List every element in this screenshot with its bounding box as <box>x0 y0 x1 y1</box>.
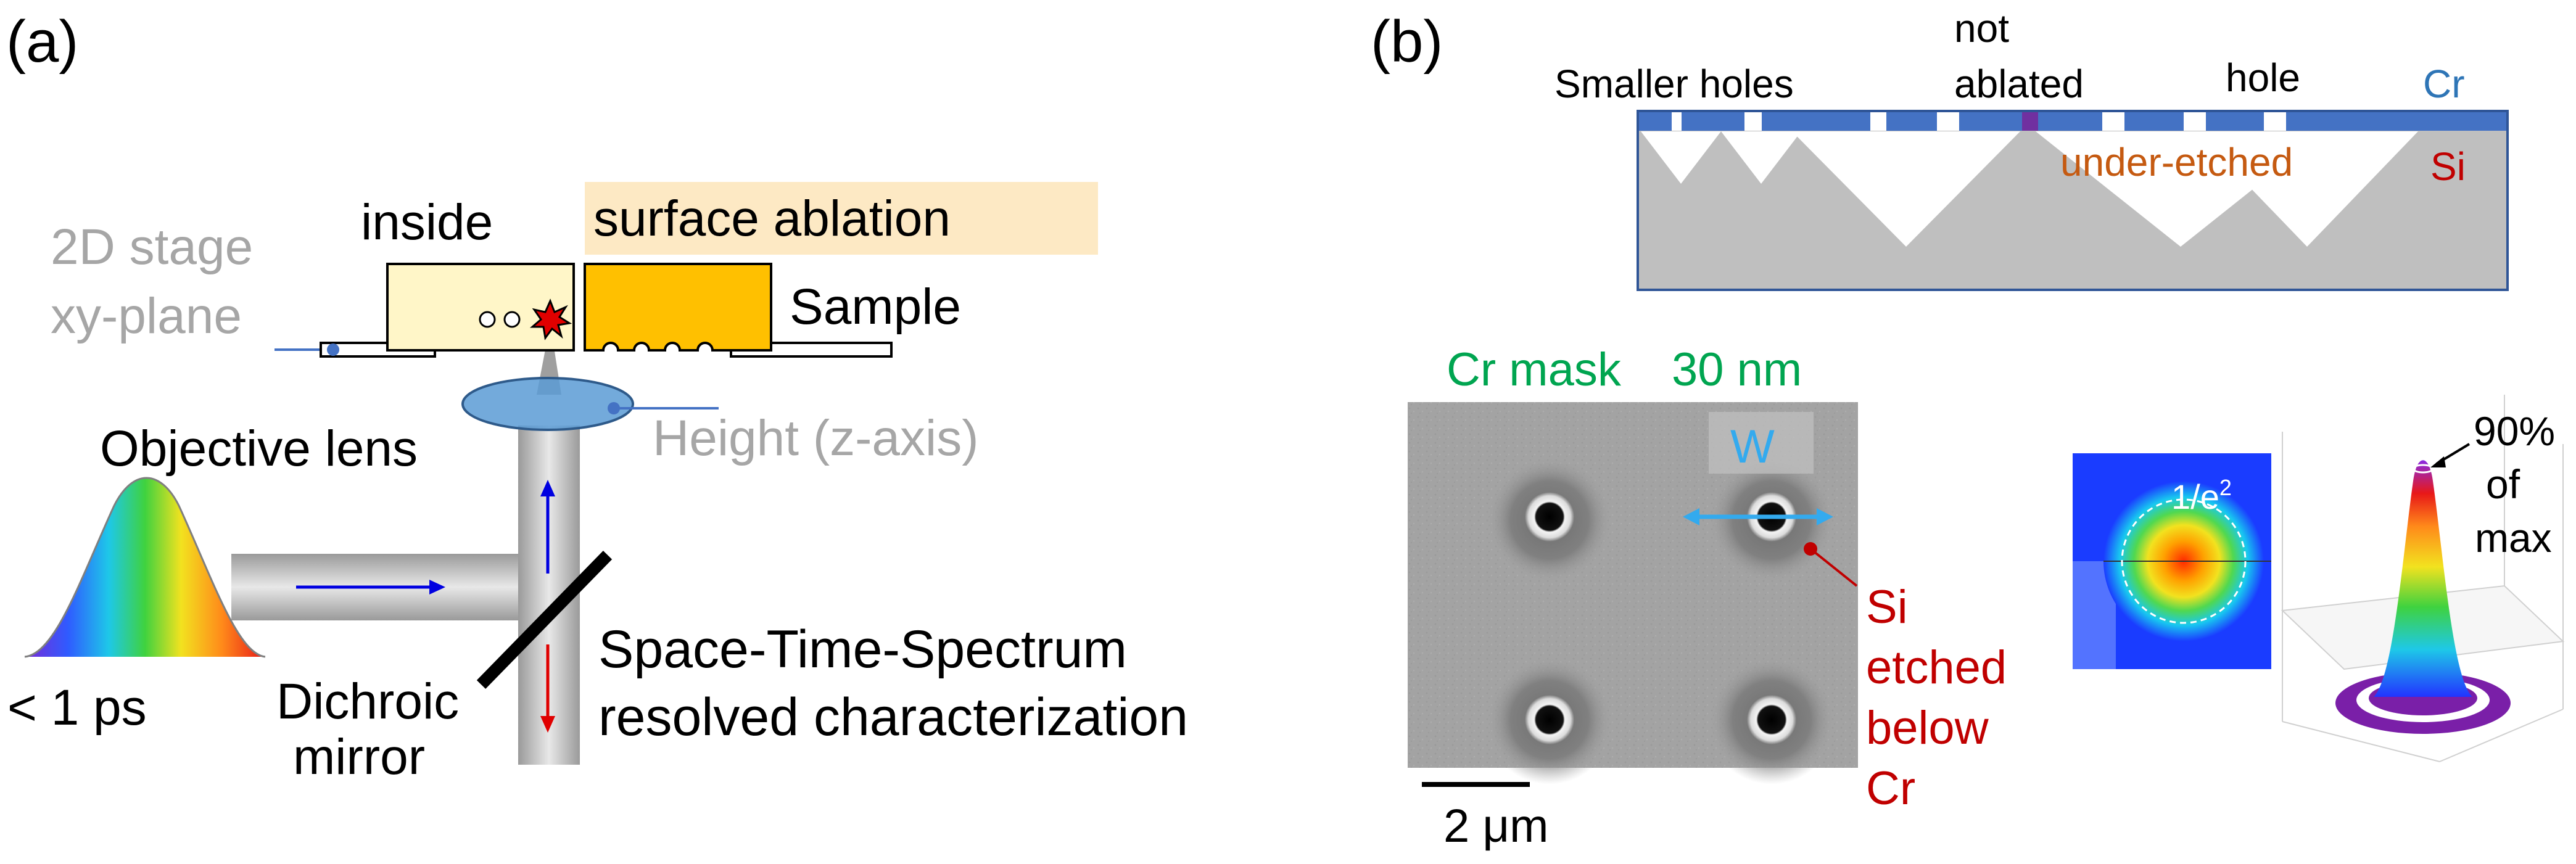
surface-ablation-highlight <box>585 182 1098 255</box>
panel-a-label: (a) <box>6 9 78 75</box>
inside-label: inside <box>361 194 493 250</box>
down-beam-arrowhead <box>540 716 555 733</box>
peak-label-line3: max <box>2475 515 2552 561</box>
objective-lens <box>461 377 634 431</box>
peak-annotation-arrowhead <box>2430 456 2446 467</box>
inside-void-2 <box>503 311 521 328</box>
cr-opening-7 <box>2264 111 2286 131</box>
not-ablated-label-line2: ablated <box>1954 62 2084 106</box>
sem-hole-3 <box>1525 695 1574 744</box>
peak-label-line1: 90% <box>2474 408 2555 454</box>
incoming-beam-arrowhead <box>429 580 445 595</box>
sem-hole-4 <box>1747 695 1796 744</box>
smaller-holes-label: Smaller holes <box>1554 62 1794 106</box>
not-ablated-marker <box>2022 111 2038 131</box>
pulse-spectrum-icon <box>24 477 266 658</box>
cr-opening-1 <box>1672 111 1682 131</box>
etch-pit-large-1 <box>1792 131 2020 247</box>
stage <box>275 342 893 358</box>
cr-opening-3 <box>1870 111 1886 131</box>
ablation-sample-block <box>584 263 772 352</box>
height-axis-dot <box>608 402 620 414</box>
focus-spark-icon <box>529 298 572 340</box>
inside-sample-block <box>386 263 575 352</box>
width-label-box <box>1709 412 1814 474</box>
width-arrowhead-right <box>1817 508 1833 525</box>
height-axis-label: Height (z-axis) <box>653 410 979 466</box>
etched-label-line3: below <box>1866 702 1989 754</box>
up-beam-arrowhead <box>540 480 555 496</box>
panel-b-label: (b) <box>1371 9 1443 75</box>
contour-label-superscript: 2 <box>2219 475 2232 500</box>
cr-label: Cr <box>2423 62 2465 106</box>
stage-label-line1: 2D stage <box>51 219 253 275</box>
cr-layer-outline <box>1637 110 2509 291</box>
width-arrowhead-left <box>1683 508 1699 525</box>
under-etched-label: under-etched <box>2060 140 2293 184</box>
plot-box-grid-2 <box>2439 709 2564 762</box>
hole-label: hole <box>2226 56 2300 100</box>
beam-contour-circle <box>2121 498 2247 624</box>
etched-label-line2: etched <box>1866 641 2007 694</box>
stage-label-line2: xy-plane <box>51 288 242 344</box>
etch-pit-small-2 <box>1721 131 1801 184</box>
si-label: Si <box>2430 144 2466 189</box>
contour-label-text: 1/e <box>2171 477 2219 516</box>
peak-90-contour <box>2412 464 2434 474</box>
scale-bar-label: 2 μm <box>1443 800 1548 852</box>
sem-image <box>1408 402 1858 787</box>
sample-label: Sample <box>790 279 961 335</box>
panel-b: (b) Smaller holes not ablated hole Cr Si… <box>1371 6 2565 852</box>
objective-lens-label: Objective lens <box>100 421 418 477</box>
cr-opening-6 <box>2184 111 2206 131</box>
etch-pit-large-3 <box>2196 131 2418 247</box>
beam-profile-map <box>2073 453 2271 669</box>
dichroic-label-line1: Dichroic <box>276 673 459 730</box>
cr-opening-4 <box>1937 111 1959 131</box>
cr-opening-5 <box>2102 111 2124 131</box>
pulse-duration-label: < 1 ps <box>7 680 147 736</box>
sem-hole-1 <box>1525 492 1574 541</box>
not-ablated-label-line1: not <box>1954 6 2009 51</box>
beam-profile-3d <box>2281 395 2565 762</box>
stage-dot <box>327 344 339 356</box>
etch-pit-small-1 <box>1641 131 1721 184</box>
cr-mask-label: Cr mask <box>1447 344 1622 396</box>
inside-void-1 <box>479 311 496 328</box>
plot-box-grid-1 <box>2282 721 2440 762</box>
etched-label-line1: Si <box>1866 581 1908 633</box>
peak-label-line2: of <box>2486 461 2520 507</box>
surface-ablation-label: surface ablation <box>593 191 951 247</box>
characterization-label-line1: Space-Time-Spectrum <box>598 620 1127 679</box>
cross-section-schematic <box>1637 110 2509 291</box>
width-label: W <box>1730 421 1775 473</box>
characterization-label-line2: resolved characterization <box>598 688 1188 747</box>
etch-leader-dot <box>1804 542 1817 556</box>
cr-layer <box>1638 111 2508 131</box>
etch-leader-line <box>1809 548 1858 587</box>
dichroic-mirror <box>476 551 613 689</box>
panel-a: (a) < 1 ps Dichroic mirror Space-Time-Sp… <box>6 9 1188 785</box>
dichroic-label-line2: mirror <box>293 729 425 785</box>
mask-thickness-label: 30 nm <box>1672 344 1802 396</box>
etched-label-line4: Cr <box>1866 762 1915 815</box>
main-peak-surface <box>2374 460 2472 697</box>
cr-opening-2 <box>1744 111 1762 131</box>
contour-label: 1/e2 <box>2171 475 2232 516</box>
